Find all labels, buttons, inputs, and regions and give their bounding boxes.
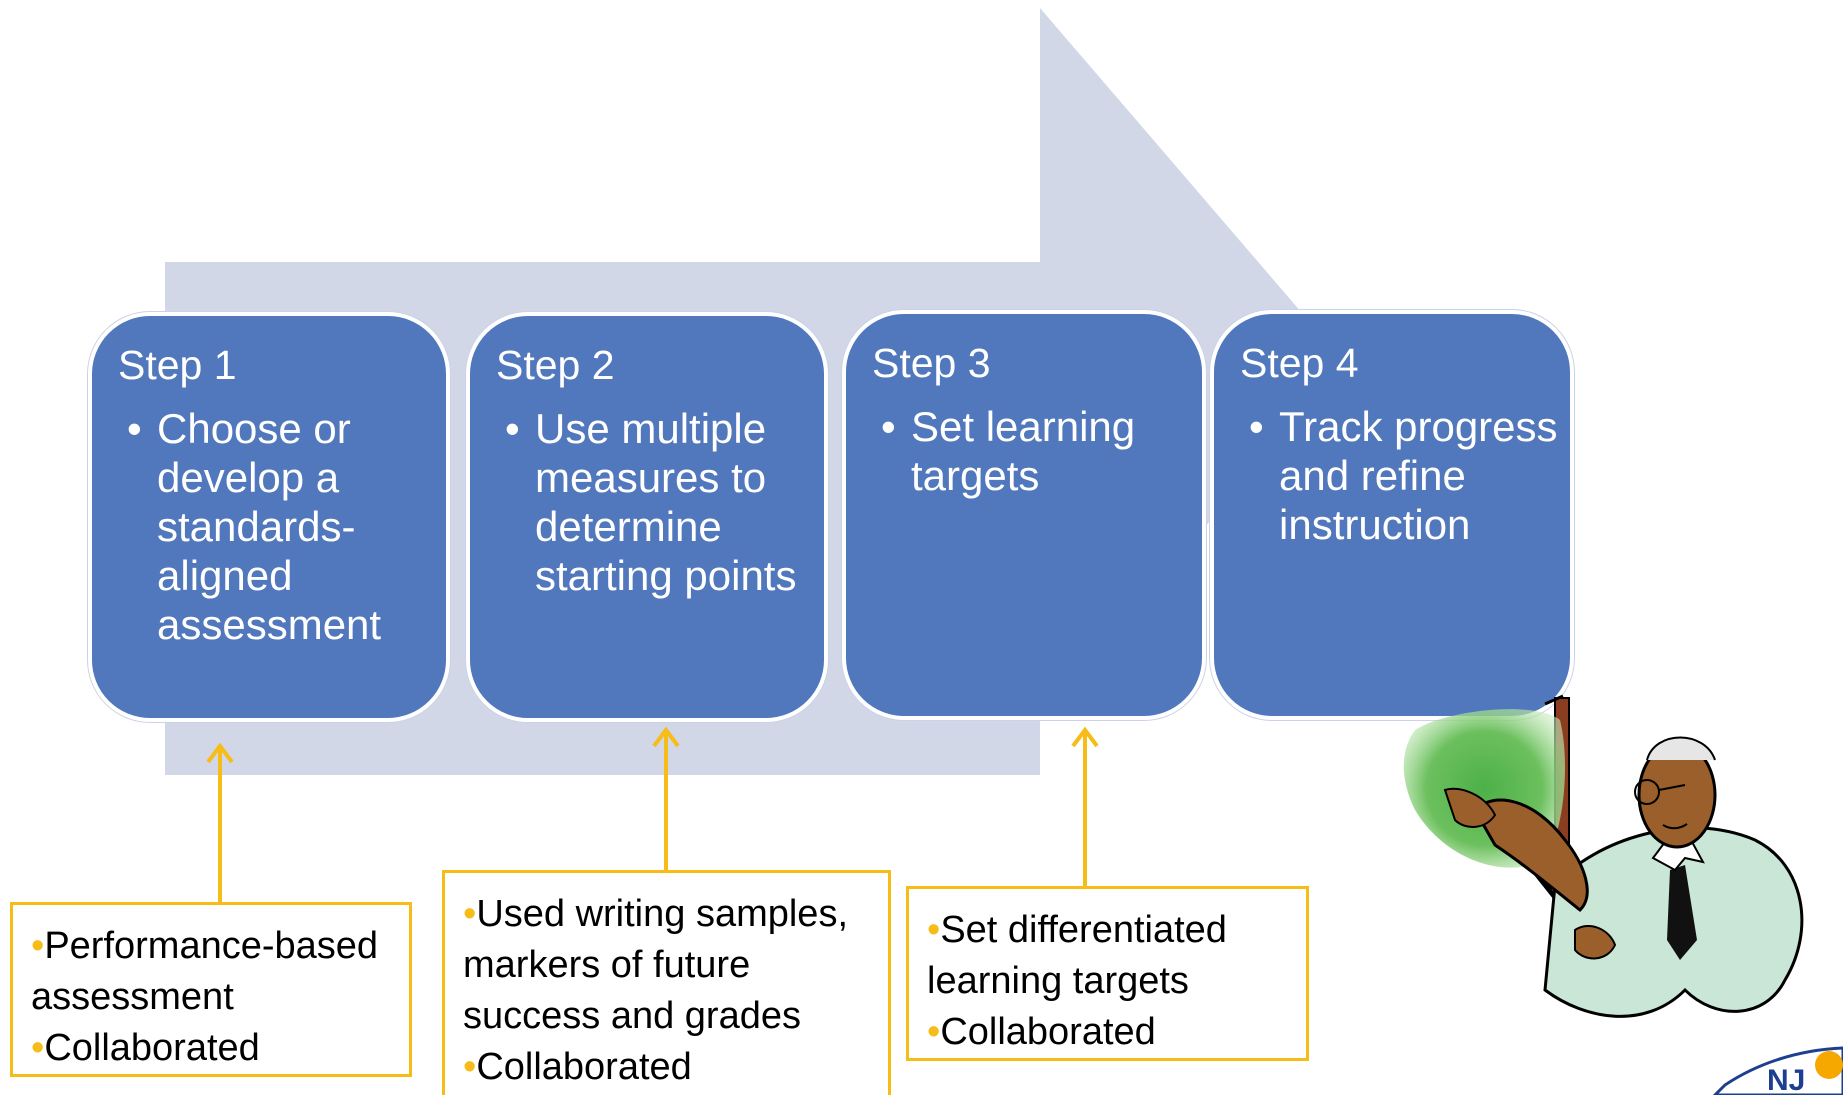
note-1-bullet-2: Collaborated (31, 1023, 399, 1074)
step-1-box: Step 1 Choose or develop a standards-ali… (88, 312, 450, 722)
note-3-box: Set differentiated learning targets Coll… (906, 886, 1309, 1061)
note-3-bullet-1: Set differentiated learning targets (927, 905, 1296, 1007)
note-1-box: Performance-based assessment Collaborate… (10, 902, 412, 1077)
step-3-title: Step 3 (872, 340, 991, 386)
note-2-bullet-2: Collaborated (463, 1042, 878, 1093)
step-2-box: Step 2 Use multiple measures to determin… (466, 312, 828, 722)
note-1-bullet-1: Performance-based assessment (31, 921, 399, 1023)
step-2-title: Step 2 (496, 342, 615, 388)
logo-text: NJ (1767, 1064, 1805, 1095)
step-1-bullet: Choose or develop a standards-aligned as… (127, 404, 438, 649)
step-2-bullet: Use multiple measures to determine start… (505, 404, 816, 600)
step-3-box: Step 3 Set learning targets (842, 310, 1206, 720)
connector-3-up-arrow-icon (1071, 726, 1099, 886)
step-4-box: Step 4 Track progress and refine instruc… (1210, 310, 1574, 720)
step-3-bullet: Set learning targets (881, 402, 1194, 500)
connector-2-up-arrow-icon (652, 726, 680, 870)
step-4-bullet: Track progress and refine instruction (1249, 402, 1562, 549)
connector-1-up-arrow-icon (206, 742, 234, 904)
note-3-bullet-2: Collaborated (927, 1007, 1296, 1058)
note-2-box: Used writing samples, markers of future … (442, 870, 891, 1095)
step-4-title: Step 4 (1240, 340, 1359, 386)
teacher-with-pointer-clipart: NJ (1403, 694, 1843, 1095)
note-2-bullet-1: Used writing samples, markers of future … (463, 889, 878, 1042)
step-1-title: Step 1 (118, 342, 237, 388)
